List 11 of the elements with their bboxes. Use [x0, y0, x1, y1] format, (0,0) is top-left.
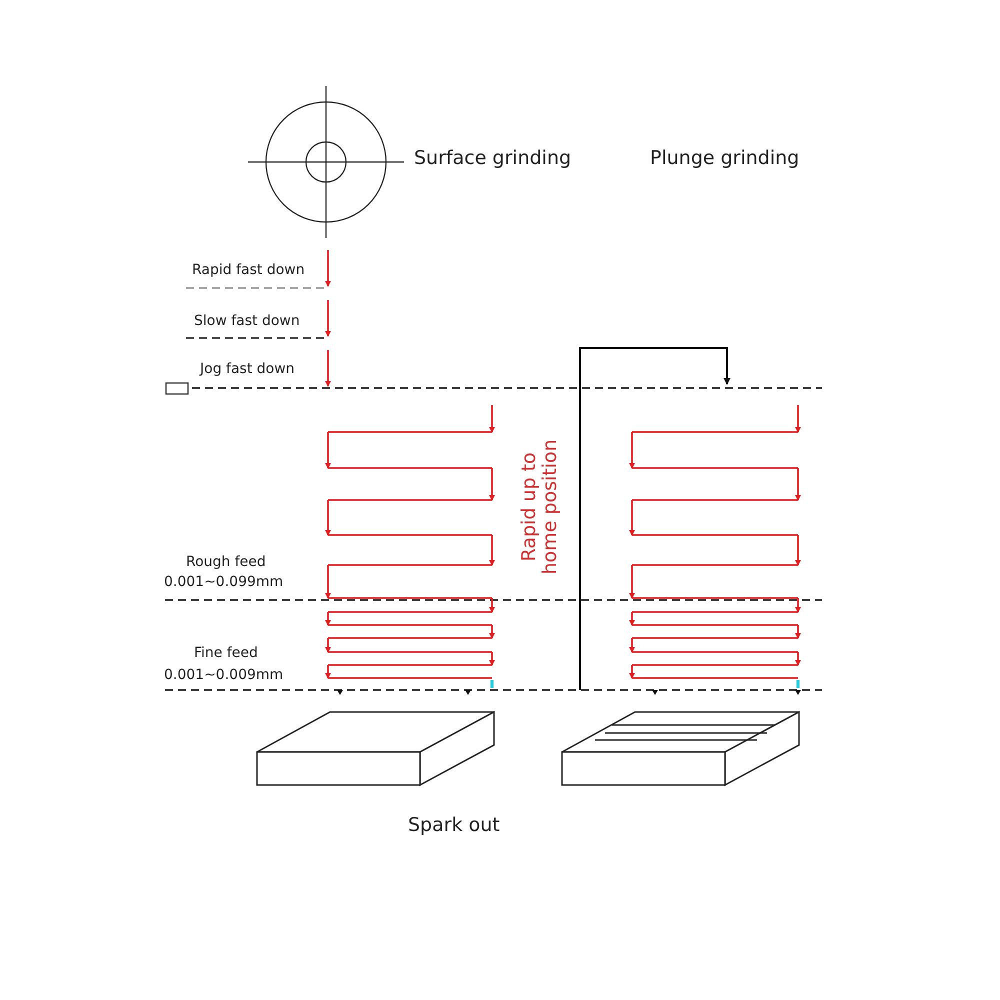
step-label: Rapid fast down	[192, 263, 305, 278]
view-title: Plunge grinding	[650, 148, 800, 169]
feed-range: 0.001~0.099mm	[164, 575, 284, 590]
caption: Spark out	[408, 815, 500, 836]
view-title: Surface grinding	[414, 148, 572, 169]
step-label: Jog fast down	[200, 362, 295, 378]
feed-label: Fine feed	[194, 646, 258, 662]
feed-label: Rough feed	[186, 555, 266, 570]
step-label: Slow fast down	[194, 314, 300, 330]
feed-range: 0.001~0.009mm	[164, 668, 284, 684]
path-label: Rapid up to home position	[519, 438, 561, 576]
